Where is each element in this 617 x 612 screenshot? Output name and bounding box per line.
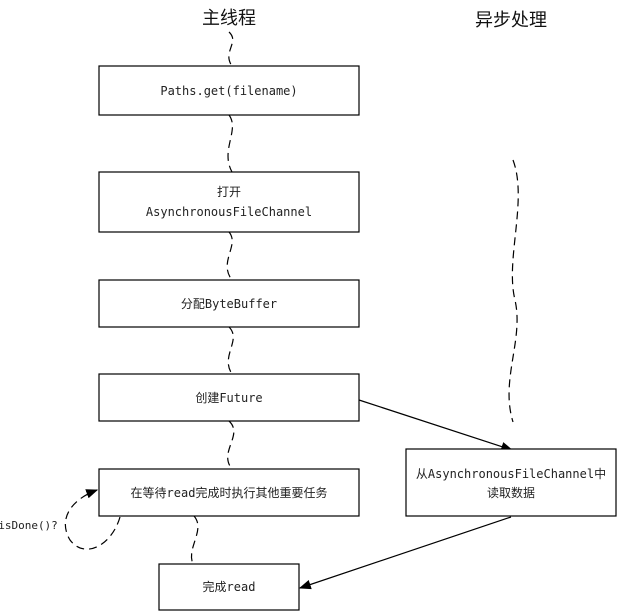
step-label: 在等待read完成时执行其他重要任务 [131, 485, 328, 500]
async-title: 异步处理 [475, 10, 547, 31]
arrow-future-to-async [358, 399, 514, 452]
main-thread-title: 主线程 [202, 8, 256, 29]
step-allocate-buffer: 分配ByteBuffer [98, 279, 360, 328]
step-label-line1: 打开 [217, 185, 241, 199]
step-paths-get: Paths.get(filename) [98, 65, 360, 116]
async-label-line2: 读取数据 [487, 485, 535, 500]
async-label-line1: 从AsynchronousFileChannel中 [416, 466, 606, 481]
arrow-async-to-complete [298, 516, 512, 590]
connector-step3-step4 [227, 326, 234, 375]
connector-step4-step5 [227, 420, 235, 470]
isdone-label: isDone()? [0, 519, 58, 532]
connector-title-step1 [228, 31, 234, 67]
connector-step1-step2 [227, 114, 234, 173]
connector-step5-step6 [190, 515, 199, 565]
step-label-line2: AsynchronousFileChannel [146, 205, 312, 219]
step-other-tasks: 在等待read完成时执行其他重要任务 [98, 468, 360, 517]
async-read-data: 从AsynchronousFileChannel中 读取数据 [405, 448, 617, 517]
step-label: 分配ByteBuffer [181, 297, 277, 311]
step-label: 创建Future [195, 391, 262, 405]
async-timeline [508, 159, 519, 423]
step-label: Paths.get(filename) [160, 84, 297, 98]
isdone-loop [64, 489, 121, 550]
step-label: 完成read [203, 579, 256, 594]
step-complete-read: 完成read [158, 563, 300, 611]
step-open-channel: 打开 AsynchronousFileChannel [98, 171, 360, 233]
connector-step2-step3 [226, 231, 233, 281]
step-create-future: 创建Future [98, 373, 360, 422]
